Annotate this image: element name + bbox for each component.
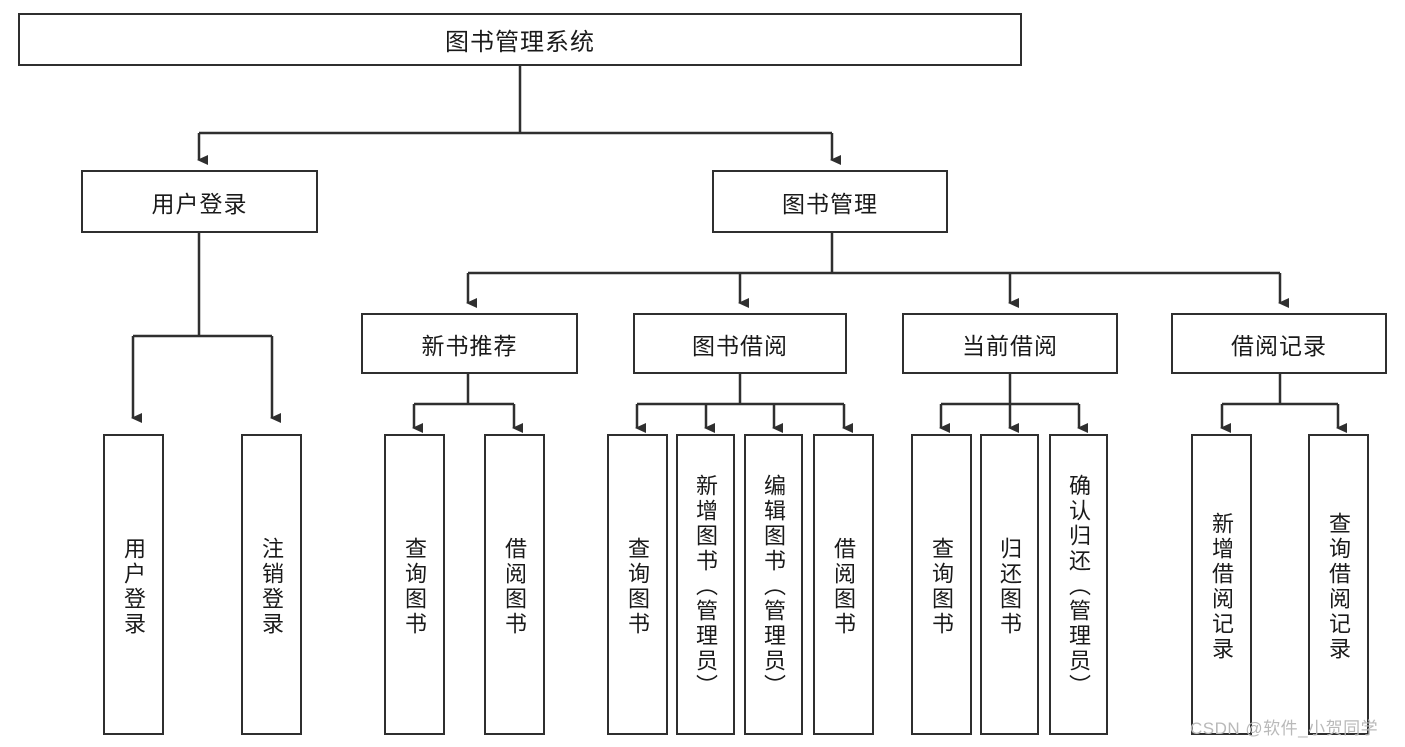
- leaf-borrow-book[interactable]: 借阅图书: [813, 434, 874, 735]
- leaf-query-book-recommend[interactable]: 查询图书: [384, 434, 445, 735]
- leaf-query-borrow-record[interactable]: 查询借阅记录: [1308, 434, 1369, 735]
- node-label: 编辑图书（管理员）: [761, 474, 787, 699]
- leaf-user-logout[interactable]: 注销登录: [241, 434, 302, 735]
- leaf-borrow-book-recommend[interactable]: 借阅图书: [484, 434, 545, 735]
- leaf-return-book[interactable]: 归还图书: [980, 434, 1039, 735]
- node-label: 归还图书: [997, 536, 1023, 637]
- leaf-edit-book-admin[interactable]: 编辑图书（管理员）: [744, 434, 803, 735]
- node-label: 查询图书: [625, 536, 651, 637]
- node-root-system[interactable]: 图书管理系统: [18, 13, 1022, 66]
- node-label: 新增图书（管理员）: [693, 474, 719, 699]
- node-label: 新增借阅记录: [1209, 511, 1235, 662]
- node-label: 确认归还（管理员）: [1066, 474, 1092, 699]
- node-label: 查询图书: [402, 536, 428, 637]
- node-label: 借阅图书: [502, 536, 528, 637]
- node-label: 查询图书: [929, 536, 955, 637]
- node-label: 借阅图书: [831, 536, 857, 637]
- node-current-borrow[interactable]: 当前借阅: [902, 313, 1118, 374]
- leaf-query-book-current[interactable]: 查询图书: [911, 434, 972, 735]
- node-label: 图书管理: [782, 190, 878, 217]
- node-label: 当前借阅: [962, 332, 1058, 359]
- leaf-confirm-return-admin[interactable]: 确认归还（管理员）: [1049, 434, 1108, 735]
- leaf-add-book-admin[interactable]: 新增图书（管理员）: [676, 434, 735, 735]
- node-label: 注销登录: [259, 536, 285, 637]
- node-new-book-recommend[interactable]: 新书推荐: [361, 313, 578, 374]
- node-book-management[interactable]: 图书管理: [712, 170, 948, 233]
- node-label: 用户登录: [121, 536, 147, 637]
- leaf-query-book[interactable]: 查询图书: [607, 434, 668, 735]
- csdn-watermark: CSDN @软件_小贺同学: [1190, 719, 1379, 738]
- node-label: 查询借阅记录: [1326, 511, 1352, 662]
- node-book-borrow[interactable]: 图书借阅: [633, 313, 847, 374]
- node-label: 图书借阅: [692, 332, 788, 359]
- node-label: 图书管理系统: [445, 29, 595, 56]
- leaf-add-borrow-record[interactable]: 新增借阅记录: [1191, 434, 1252, 735]
- node-label: 用户登录: [151, 190, 248, 217]
- node-label: 借阅记录: [1231, 332, 1327, 359]
- node-user-login[interactable]: 用户登录: [81, 170, 318, 233]
- node-borrow-records[interactable]: 借阅记录: [1171, 313, 1387, 374]
- leaf-user-login[interactable]: 用户登录: [103, 434, 164, 735]
- node-label: 新书推荐: [421, 332, 518, 359]
